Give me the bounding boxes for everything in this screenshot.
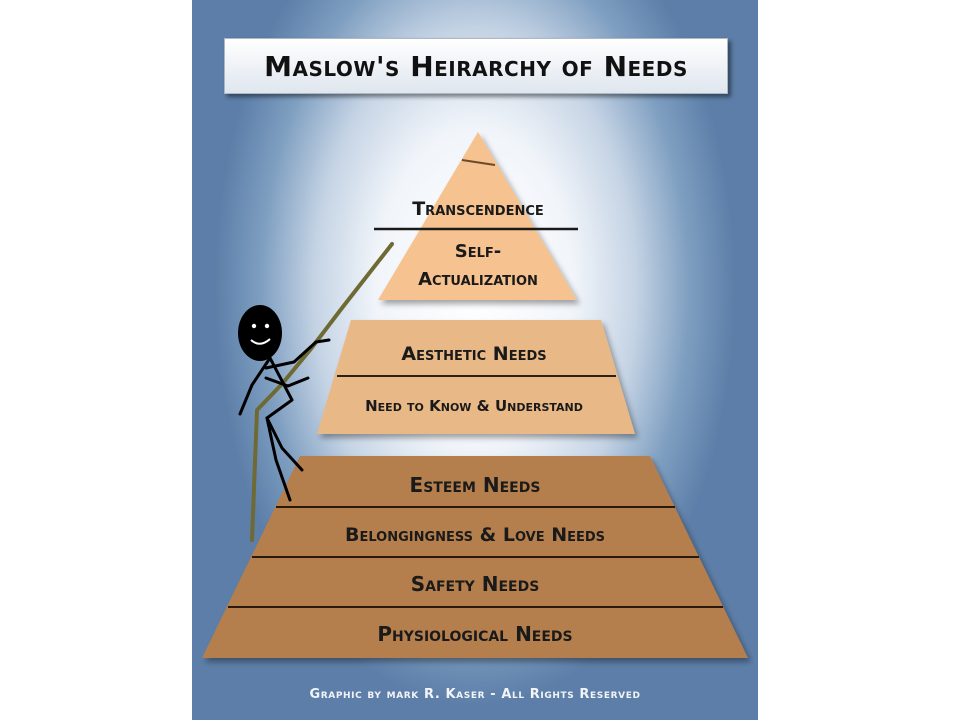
climbing-rope (250, 242, 394, 542)
esteem-needs-label: Esteem Needs (410, 473, 541, 497)
pyramid-top-tier (378, 132, 577, 300)
stick-figure-head (238, 305, 282, 361)
poster: Maslow's Heirarchy of Needs Transcendenc… (192, 0, 758, 720)
copyright-credit: Graphic by mark R. Kaser - All Rights Re… (309, 687, 641, 702)
aesthetic-needs-label: Aesthetic Needs (401, 343, 546, 365)
safety-needs-label: Safety Needs (411, 572, 540, 596)
self-actualization-label-1: Self- (455, 241, 501, 262)
physiological-needs-label: Physiological Needs (377, 622, 572, 646)
stick-figure-climber (238, 305, 331, 502)
need-to-know-label: Need to Know & Understand (365, 397, 583, 415)
hierarchy-pyramid: Transcendence Self- Actualization Aesthe… (202, 132, 748, 658)
belongingness-label: Belongingness & Love Needs (345, 524, 605, 546)
transcendence-label: Transcendence (412, 198, 544, 220)
apex-mark (461, 159, 496, 166)
self-actualization-label-2: Actualization (418, 269, 538, 290)
page-title: Maslow's Heirarchy of Needs (224, 38, 728, 94)
